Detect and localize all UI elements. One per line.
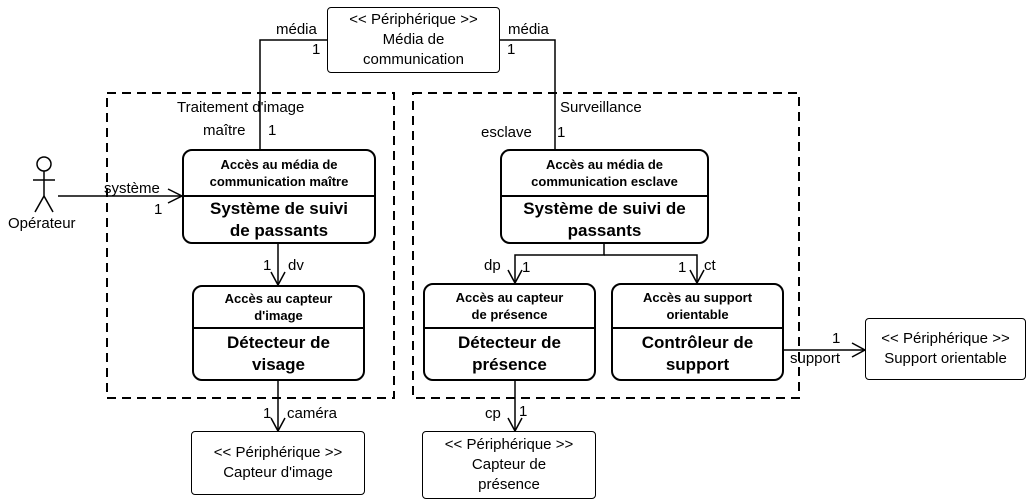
mult-systeme: 1	[154, 201, 163, 218]
operator-label: Opérateur	[8, 215, 76, 232]
role-maitre: maître	[203, 122, 246, 139]
role-systeme: système	[104, 180, 160, 197]
mult-cp: 1	[519, 403, 528, 420]
component-support-controller-header: Accès au support orientable	[613, 285, 782, 329]
role-media-left: média	[276, 21, 317, 38]
mult-support: 1	[832, 330, 841, 347]
connector-media-master	[259, 39, 327, 149]
component-face-detector-header: Accès au capteur d'image	[194, 287, 363, 329]
operator-actor-icon	[33, 156, 55, 213]
component-slave: Accès au média de communication esclave …	[500, 149, 709, 244]
role-cp: cp	[485, 405, 501, 422]
mult-camera: 1	[263, 405, 272, 422]
mult-media-left: 1	[312, 41, 321, 58]
component-master-header: Accès au média de communication maître	[184, 151, 374, 197]
mult-ct: 1	[678, 259, 687, 276]
component-face-detector: Accès au capteur d'image Détecteur de vi…	[192, 285, 365, 381]
device-camera: << Périphérique >> Capteur d'image	[191, 431, 365, 495]
component-presence-detector: Accès au capteur de présence Détecteur d…	[423, 283, 596, 381]
mult-dp: 1	[522, 259, 531, 276]
mult-media-right: 1	[507, 41, 516, 58]
component-face-detector-body: Détecteur de visage	[227, 333, 330, 374]
group-label-image: Traitement d'image	[177, 99, 305, 116]
role-media-right: média	[508, 21, 549, 38]
component-presence-detector-header: Accès au capteur de présence	[425, 285, 594, 329]
role-ct: ct	[704, 257, 716, 274]
component-slave-body: Système de suivi de passants	[523, 198, 686, 240]
group-label-surveillance: Surveillance	[560, 99, 642, 116]
component-master: Accès au média de communication maître S…	[182, 149, 376, 244]
mult-esclave: 1	[557, 124, 566, 141]
component-support-controller-body: Contrôleur de support	[641, 333, 754, 374]
group-frame-image	[106, 92, 395, 399]
component-presence-detector-body: Détecteur de présence	[458, 333, 561, 374]
connector-ct	[604, 254, 698, 283]
role-camera: caméra	[287, 405, 338, 422]
component-slave-header: Accès au média de communication esclave	[502, 151, 707, 197]
role-dp: dp	[484, 257, 501, 274]
component-master-body: Système de suivi de passants	[210, 198, 348, 240]
device-media: << Périphérique >> Média de communicatio…	[327, 7, 500, 73]
device-support: << Périphérique >> Support orientable	[865, 318, 1026, 380]
mult-maitre: 1	[268, 122, 277, 139]
role-support: support	[790, 350, 841, 367]
mult-dv: 1	[263, 257, 272, 274]
role-esclave: esclave	[481, 124, 532, 141]
connector-dp	[514, 244, 605, 283]
component-support-controller: Accès au support orientable Contrôleur d…	[611, 283, 784, 381]
device-presence: << Périphérique >> Capteur de présence	[422, 431, 596, 499]
connector-media-slave	[500, 39, 556, 149]
role-dv: dv	[288, 257, 304, 274]
